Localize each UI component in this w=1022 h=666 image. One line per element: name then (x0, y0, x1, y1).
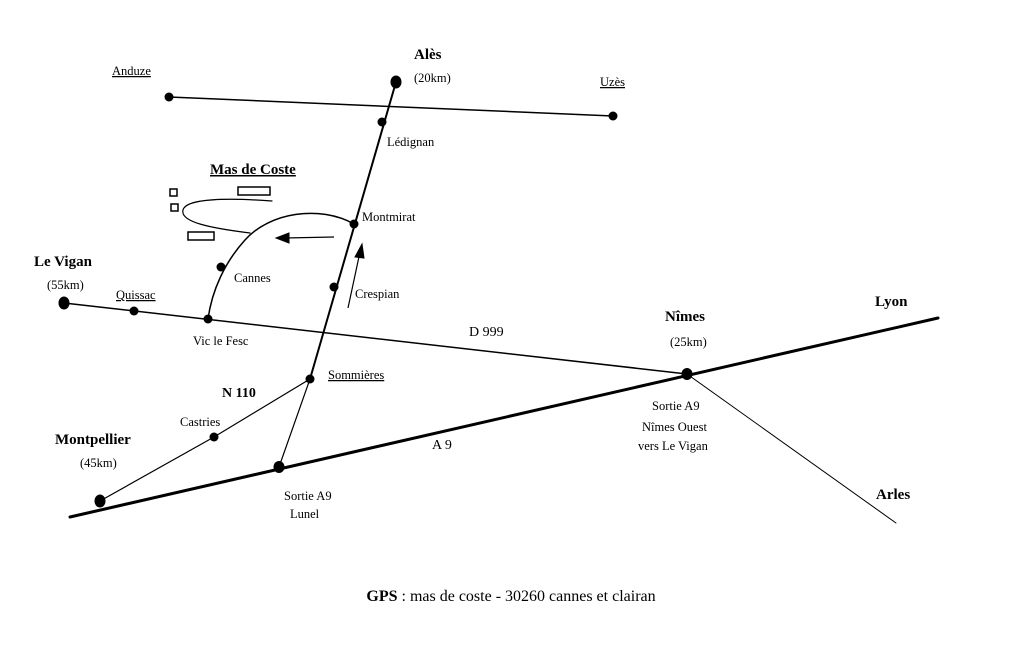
map-labels: Mas de Coste Alès (20km) Anduze Uzès Léd… (34, 47, 910, 521)
label-sortie-nimes-3: vers Le Vigan (638, 439, 709, 453)
marker-ales (390, 75, 402, 89)
label-sortie-lunel-1: Sortie A9 (284, 489, 332, 503)
label-nimes-distance: (25km) (670, 335, 707, 349)
road-network (63, 81, 940, 524)
label-ales-distance: (20km) (414, 71, 451, 85)
arrow-crespian-head (354, 242, 365, 259)
label-anduze: Anduze (112, 64, 151, 78)
label-road-a9: A 9 (432, 438, 452, 453)
building-1 (237, 186, 271, 196)
label-montmirat: Montmirat (362, 210, 416, 224)
road-anduze-uzes (168, 96, 614, 117)
label-road-d999: D 999 (469, 325, 504, 340)
label-lyon: Lyon (875, 294, 908, 310)
road-mas-loop (182, 198, 273, 234)
map-title: Mas de Coste (210, 162, 296, 178)
arrow-montmirat-head (274, 232, 290, 244)
label-vic-le-fesc: Vic le Fesc (193, 334, 249, 348)
building-4 (170, 203, 179, 212)
marker-montmirat (349, 219, 359, 229)
gps-footer: GPS : mas de coste - 30260 cannes et cla… (0, 588, 1022, 606)
road-cannes (207, 212, 355, 320)
arrow-montmirat (284, 236, 335, 239)
marker-uzes (608, 111, 618, 121)
mas-de-coste-buildings (169, 186, 271, 241)
marker-sortie-lunel (273, 461, 285, 473)
label-sommieres: Sommières (328, 368, 384, 382)
label-sortie-lunel-2: Lunel (290, 507, 320, 521)
road-n110 (99, 377, 312, 502)
label-le-vigan: Le Vigan (34, 254, 93, 270)
label-crespian: Crespian (355, 287, 400, 301)
marker-vic-le-fesc (203, 314, 213, 324)
building-2 (187, 231, 215, 241)
label-sortie-nimes-1: Sortie A9 (652, 399, 700, 413)
gps-address: : mas de coste - 30260 cannes et clairan (397, 588, 656, 605)
marker-montpellier (94, 494, 106, 508)
town-markers (58, 75, 693, 508)
marker-ledignan (377, 117, 387, 127)
gps-label: GPS (366, 588, 398, 605)
label-arles: Arles (876, 487, 910, 503)
marker-castries (209, 432, 219, 442)
road-a9 (68, 316, 940, 519)
label-ledignan: Lédignan (387, 135, 435, 149)
label-ales: Alès (414, 47, 442, 63)
arrow-crespian (347, 251, 361, 309)
label-castries: Castries (180, 415, 220, 429)
building-3 (169, 188, 178, 197)
direction-arrows (274, 232, 365, 309)
marker-sommieres (305, 374, 315, 384)
label-road-n110: N 110 (222, 386, 256, 401)
label-sortie-nimes-2: Nîmes Ouest (642, 420, 707, 434)
label-uzes: Uzès (600, 75, 625, 89)
label-quissac: Quissac (116, 288, 156, 302)
label-le-vigan-distance: (55km) (47, 278, 84, 292)
label-montpellier: Montpellier (55, 432, 131, 448)
road-arles (686, 373, 897, 524)
marker-le-vigan (58, 296, 70, 310)
marker-quissac (129, 306, 139, 316)
road-d999 (63, 302, 688, 375)
road-ales-sommieres (309, 81, 397, 380)
label-montpellier-distance: (45km) (80, 456, 117, 470)
marker-cannes (216, 262, 226, 272)
marker-anduze (164, 92, 174, 102)
marker-crespian (329, 282, 339, 292)
label-cannes: Cannes (234, 271, 271, 285)
marker-nimes (681, 368, 693, 380)
label-nimes: Nîmes (665, 309, 705, 325)
